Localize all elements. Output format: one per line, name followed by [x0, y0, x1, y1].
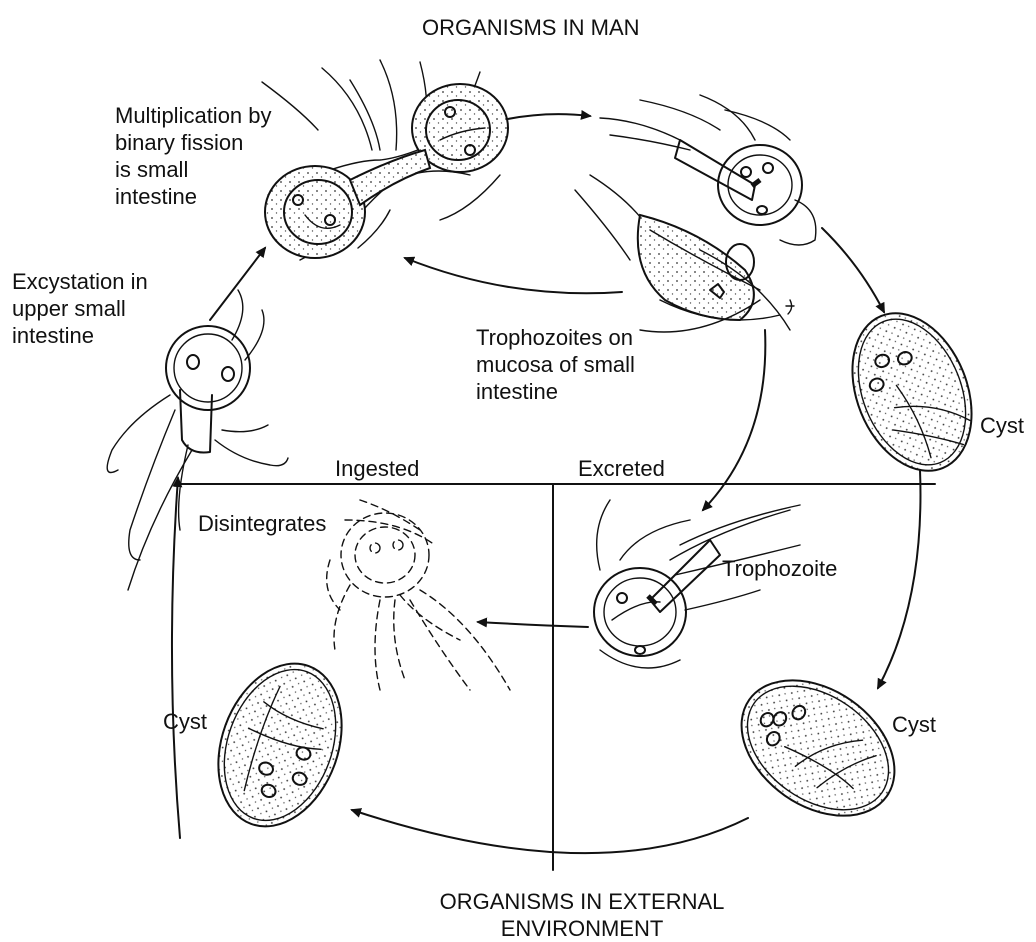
label-cyst-left: Cyst [163, 708, 207, 735]
label-multiplication: Multiplication by binary fission is smal… [115, 102, 272, 210]
arrow-cyst-to-excystation [172, 478, 180, 838]
arrow-mucosa-back-to-multiplication [405, 258, 622, 293]
cyst-upper-right-illustration [830, 295, 993, 488]
arrow-excreted-cyst-to-ingested-cyst [352, 810, 748, 853]
label-excystation: Excystation in upper small intestine [12, 268, 148, 349]
label-ingested: Ingested [335, 455, 419, 482]
arrow-cyst-to-excreted-cyst [878, 470, 920, 688]
label-trophozoites-on-mucosa: Trophozoites on mucosa of small intestin… [476, 324, 635, 405]
title-external-line-1: ORGANISMS IN EXTERNAL [417, 888, 747, 915]
label-excystation-line-1: Excystation in [12, 268, 148, 295]
label-excystation-line-2: upper small [12, 295, 148, 322]
arrow-trophozoite-to-cyst [822, 228, 884, 312]
label-trophozoites-line-1: Trophozoites on [476, 324, 635, 351]
trophozoites-on-mucosa [575, 95, 816, 332]
label-excreted: Excreted [578, 455, 665, 482]
label-trophozoites-line-3: intestine [476, 378, 635, 405]
label-cyst-upper-right: Cyst [980, 412, 1024, 439]
cyst-left-illustration [197, 646, 363, 844]
disintegrating-organism [327, 500, 510, 690]
label-multiplication-line-2: binary fission [115, 129, 272, 156]
label-trophozoite: Trophozoite [722, 555, 837, 582]
title-external-line-2: ENVIRONMENT [417, 915, 747, 942]
label-multiplication-line-4: intestine [115, 183, 272, 210]
label-multiplication-line-3: is small [115, 156, 272, 183]
label-excystation-line-3: intestine [12, 322, 148, 349]
arrow-trophozoite-to-disintegrates [478, 622, 588, 627]
label-multiplication-line-1: Multiplication by [115, 102, 272, 129]
label-trophozoites-line-2: mucosa of small [476, 351, 635, 378]
binary-fission-organism [262, 60, 508, 260]
excreted-trophozoite [594, 500, 800, 668]
arrow-excystation-to-multiplication [210, 248, 265, 320]
label-disintegrates: Disintegrates [198, 510, 326, 537]
label-cyst-lower-right: Cyst [892, 711, 936, 738]
title-organisms-in-external-environment: ORGANISMS IN EXTERNAL ENVIRONMENT [417, 888, 747, 942]
cyst-lower-right-illustration [716, 652, 920, 843]
title-organisms-in-man: ORGANISMS IN MAN [422, 14, 640, 41]
